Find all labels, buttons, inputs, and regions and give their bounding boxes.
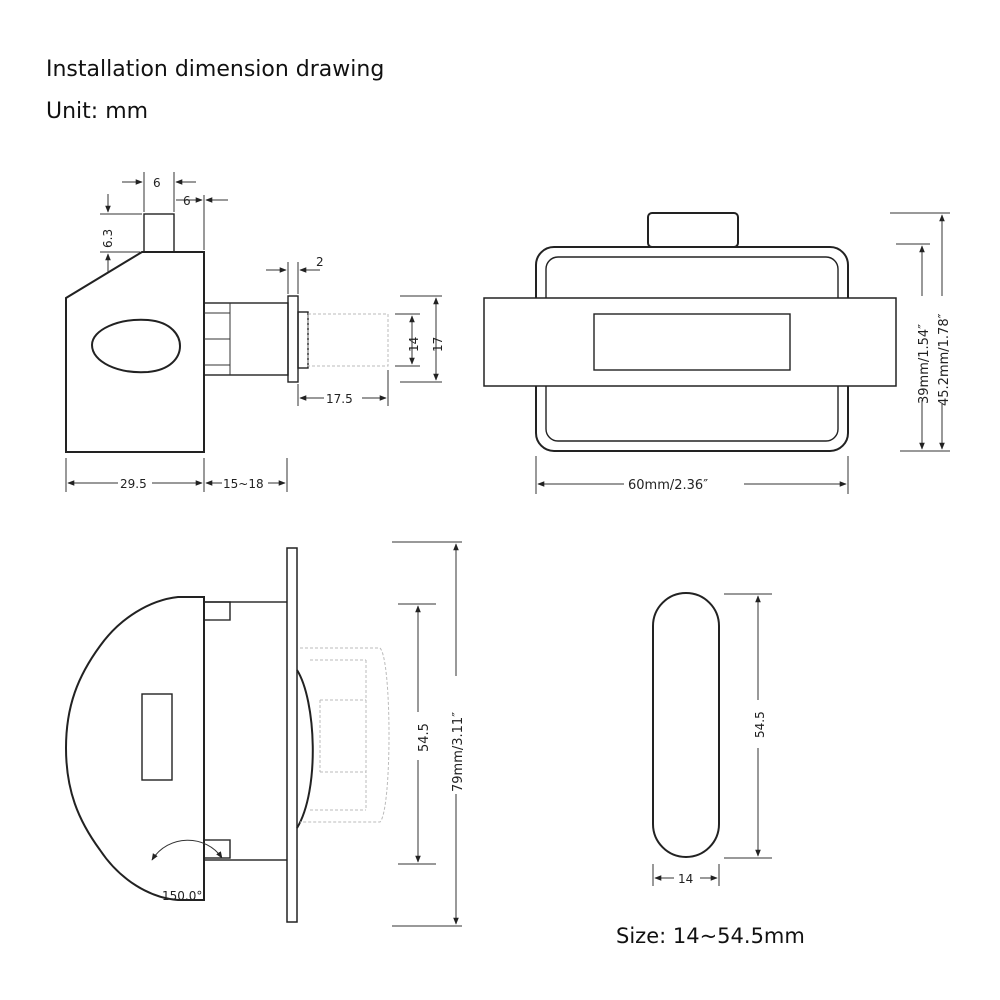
- front-view: 60mm/2.36″ 39mm/1.54″ 45.2mm/1.78″: [483, 212, 952, 494]
- section-body-outline: [64, 596, 205, 901]
- cutout-slot: [652, 592, 720, 858]
- section-knob-curve: [296, 669, 314, 829]
- side-body-outline: [65, 251, 205, 453]
- side-knob-dashed: [307, 313, 389, 367]
- dim-54-5-cutout: 54.5: [753, 711, 767, 738]
- dim-39mm: 39mm/1.54″: [917, 324, 932, 404]
- front-top-button: [647, 212, 739, 248]
- side-oval-hole: [90, 318, 182, 374]
- dim-6-top: 6: [153, 176, 161, 190]
- dim-2: 2: [316, 255, 324, 269]
- dim-60mm: 60mm/2.36″: [628, 478, 708, 493]
- dim-45-2mm: 45.2mm/1.78″: [937, 313, 952, 406]
- dim-14-cutout: 14: [678, 872, 693, 886]
- section-faceplate: [286, 547, 298, 923]
- dim-29-5: 29.5: [120, 477, 147, 491]
- side-view: 6 6 6.3 2 14 17 17.5: [65, 172, 445, 492]
- angle-150: 150.0°: [162, 889, 202, 903]
- dim-17: 17: [431, 337, 445, 352]
- section-neck: [203, 601, 289, 861]
- drawing-title: Installation dimension drawing: [46, 57, 385, 82]
- unit-label: Unit: mm: [46, 99, 149, 124]
- cutout-view: 54.5 14: [652, 592, 772, 886]
- side-top-button: [143, 213, 175, 253]
- section-slot: [141, 693, 173, 781]
- dim-79mm: 79mm/3.11″: [451, 712, 466, 792]
- section-view: 150.0° 54.5 79mm/3.11″: [64, 541, 466, 927]
- front-slot: [593, 313, 791, 371]
- dim-6-3: 6.3: [101, 229, 115, 248]
- dim-14: 14: [407, 337, 421, 352]
- section-knob-dashed: [300, 647, 390, 823]
- side-flange: [287, 295, 299, 383]
- dim-15-18: 15~18: [223, 477, 264, 491]
- dim-17-5: 17.5: [326, 392, 353, 406]
- dim-6-second: 6: [183, 194, 191, 208]
- dim-54-5-section: 54.5: [417, 723, 432, 752]
- front-faceplate: [483, 297, 897, 387]
- rotation-arrow: [151, 839, 223, 861]
- size-caption: Size: 14~54.5mm: [616, 924, 805, 948]
